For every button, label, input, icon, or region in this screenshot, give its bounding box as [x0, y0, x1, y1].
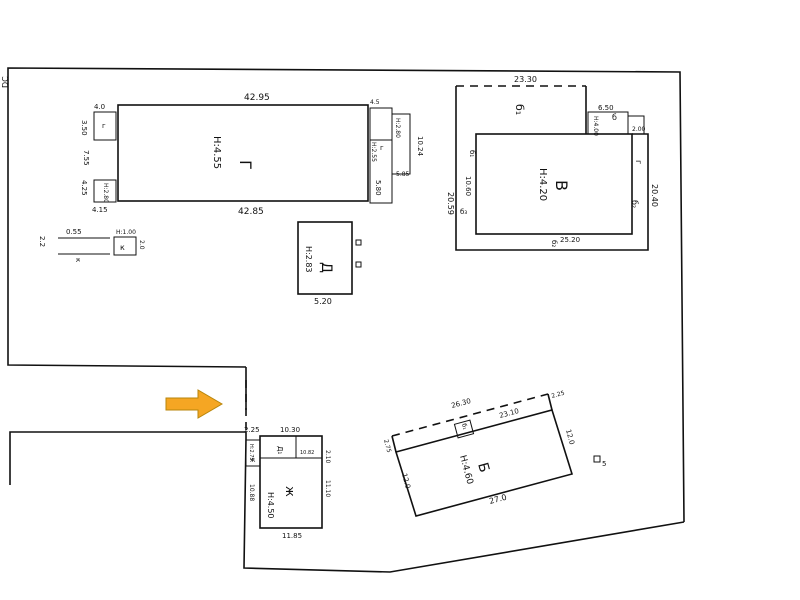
building-v: В H:4.20 23.30 25.20 20.59 10.60 20.40 6… — [446, 75, 659, 251]
building-zh-side-dim-3: 10.82 — [300, 450, 314, 456]
building-zh-side-dim-1: 10.88 — [248, 484, 255, 501]
building-v-annex-label: б₁ — [513, 104, 526, 115]
building-g-left-dim-1: 4.0 — [94, 103, 105, 111]
building-v-inner-label-2: б₁ — [468, 150, 476, 157]
building-v-inner-label-4: б₃ — [460, 208, 467, 216]
building-zh-top-dim-2: 10.30 — [280, 426, 300, 434]
building-v-right-dim-1: 20.40 — [650, 184, 659, 207]
building-g-right-small-1: г — [380, 144, 384, 152]
well-dim-3: 2.2 — [38, 236, 46, 247]
building-g-right-small-3: H:2.80 — [394, 118, 401, 138]
building-zh-top-dim-1: 2.25 — [244, 426, 260, 434]
building-zh-bottom-dim: 11.85 — [282, 532, 302, 540]
building-zh-small-label-2: ж — [250, 457, 256, 464]
building-b-top-dim-2: 23.10 — [498, 407, 519, 420]
building-v-right-dim-2: 6.50 — [598, 104, 614, 112]
building-zh-small-label: H:2.75 — [248, 444, 254, 461]
well-height: H:1.00 — [116, 229, 136, 236]
entrance-arrow-icon — [165, 389, 223, 419]
building-v-height: H:4.20 — [537, 168, 548, 201]
building-g-bottom-dim: 42.85 — [238, 207, 264, 217]
site-boundary-upper — [7, 67, 685, 523]
building-g: Г H:4.55 42.95 42.85 4.0 3.50 7.55 4.25 … — [80, 93, 424, 217]
well-dim-2: 2.0 — [138, 240, 145, 250]
site-boundary-bottom — [9, 431, 685, 573]
building-b-letter: Б — [474, 461, 492, 474]
building-b-height: H:4.60 — [457, 454, 474, 486]
building-v-small-box-height: H:4.00 — [592, 116, 599, 136]
building-zh-top-dim-3: 2.10 — [324, 450, 331, 464]
building-g-left-dim-4: 4.25 — [80, 180, 88, 196]
building-zh: ж H:4.50 2.25 10.30 2.10 Д₁ 10.88 11.10 … — [244, 426, 331, 540]
building-b-top-dim-3: 2.25 — [551, 390, 566, 400]
building-b-bottom-dim: 27.0 — [488, 493, 508, 506]
building-v-left-dim-2: 10.60 — [464, 176, 472, 196]
building-g-right-dim-3: 5.85 — [396, 171, 410, 178]
building-b-top-dim-1: 26.30 — [450, 397, 471, 410]
building-v-left-dim-1: 20.59 — [446, 192, 455, 215]
building-zh-inner-label: Д₁ — [276, 446, 284, 454]
building-v-small-box-label: б — [612, 113, 617, 122]
building-v-top-dim: 23.30 — [514, 75, 537, 84]
well-dim-4: к — [74, 258, 82, 262]
building-g-right-dim-1: 4.5 — [370, 99, 380, 106]
building-g-right-dim-4: 10.24 — [416, 136, 424, 157]
building-b-left-dim: 12.0 — [400, 472, 412, 489]
building-g-right-dim-2: 5.80 — [374, 180, 382, 196]
building-b-small-label: б₁ — [460, 423, 468, 431]
building-d-bottom-dim: 5.20 — [314, 297, 332, 306]
building-g-left-small-2: H:2.80 — [102, 183, 109, 203]
building-v-bottom-dim: 25.20 — [560, 236, 580, 244]
building-b-right-dim: 12.0 — [564, 428, 576, 445]
building-zh-letter: ж — [283, 486, 297, 497]
well-structure: к H:1.00 0.55 2.0 2.2 к — [38, 228, 145, 262]
building-g-height: H:4.55 — [211, 136, 222, 169]
building-d-letter: Д — [318, 262, 334, 273]
building-b: Б H:4.60 26.30 23.10 2.25 12.0 12.0 27.0… — [382, 390, 606, 517]
building-v-letter: В — [552, 180, 571, 191]
well-dim-1: 0.55 — [66, 228, 82, 236]
building-v-annex-label-2: б₂ — [630, 200, 639, 208]
building-g-left-dim-3: 7.55 — [82, 150, 90, 166]
building-g-right-small-2: H:2.55 — [370, 142, 377, 162]
building-d: Д H:2.83 5.20 — [297, 221, 362, 306]
building-v-inner-label-1: г — [634, 160, 643, 164]
building-b-pole-label: 5 — [602, 460, 606, 468]
building-v-inner-label-3: б₂ — [550, 240, 558, 247]
building-zh-height: H:4.50 — [266, 492, 275, 519]
corner-label: DC — [1, 76, 10, 88]
building-b-side-small: 2.75 — [382, 439, 392, 454]
building-g-left-small-1: г — [102, 122, 106, 130]
building-g-left-dim-2: 3.50 — [80, 120, 88, 136]
well-label: к — [120, 243, 125, 252]
building-g-letter: Г — [236, 160, 255, 170]
building-g-top-dim: 42.95 — [244, 93, 270, 103]
building-v-right-dim-3: 2.00 — [632, 126, 646, 133]
building-d-height: H:2.83 — [304, 246, 313, 273]
building-zh-side-dim-2: 11.10 — [324, 480, 331, 497]
building-g-left-dim-5: 4.15 — [92, 206, 108, 214]
